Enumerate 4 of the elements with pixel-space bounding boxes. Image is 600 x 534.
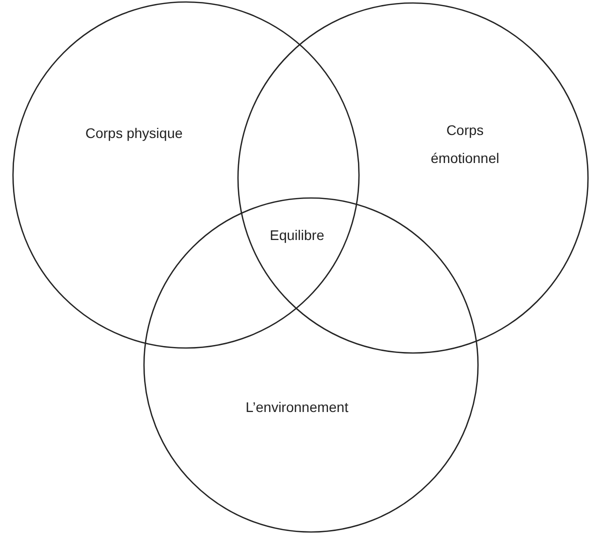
circle-label: Corps émotionnel xyxy=(430,121,500,168)
circle-label: Corps physique xyxy=(84,124,184,143)
intersection-label: Equilibre xyxy=(270,227,324,243)
circle-label: L’environnement xyxy=(244,398,350,417)
